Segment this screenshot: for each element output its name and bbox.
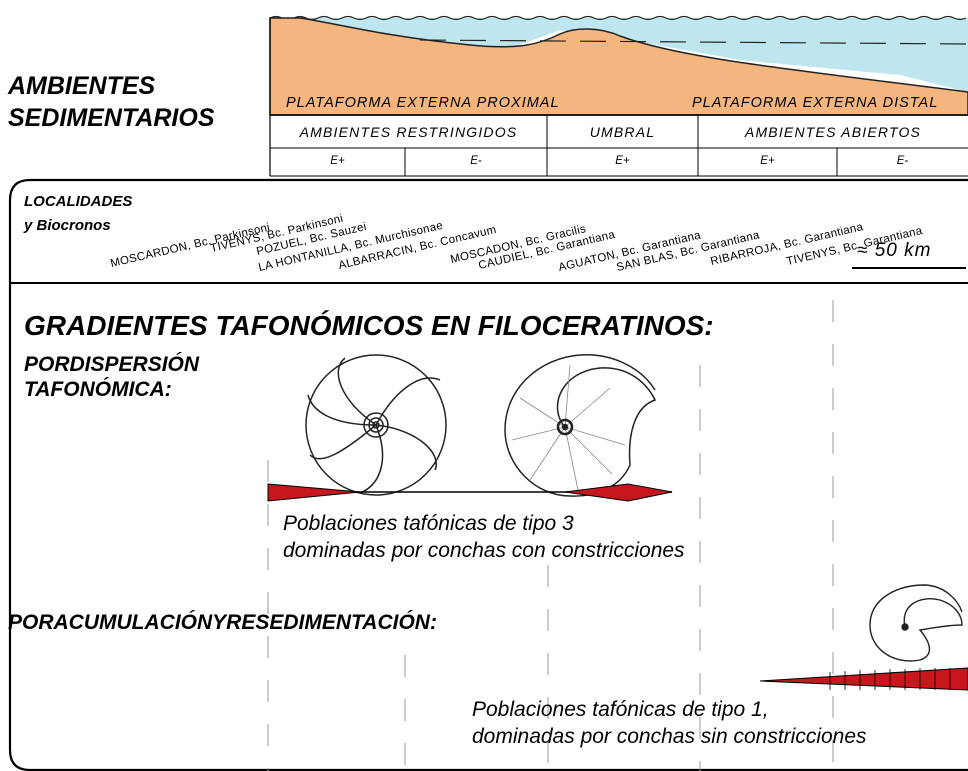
sediment-body bbox=[269, 17, 968, 116]
type3-line-2: dominadas por conchas con constricciones bbox=[283, 539, 685, 562]
localities-title: LOCALIDADES y Biocronos bbox=[24, 190, 132, 238]
dispersion-heading-line-2: TAFONÓMICA: bbox=[24, 378, 172, 401]
taphonomic-gradients-title: GRADIENTES TAFONÓMICOS EN FILOCERATINOS: bbox=[24, 310, 714, 341]
title-line-1: AMBIENTES bbox=[8, 72, 156, 100]
energy-cell: E- bbox=[896, 155, 909, 167]
localities-title-line-1: LOCALIDADES bbox=[24, 193, 133, 210]
type3-line-1: Poblaciones tafónicas de tipo 3 bbox=[283, 512, 574, 535]
energy-cell: E+ bbox=[615, 155, 630, 167]
accumulation-gradient-bar bbox=[759, 667, 968, 691]
localities-frame bbox=[8, 178, 968, 771]
restricted-environments-label: AMBIENTES RESTRINGIDOS bbox=[299, 124, 518, 140]
accumulation-heading: PORACUMULACIÓNYRESEDIMENTACIÓN: bbox=[8, 611, 437, 634]
sea-surface-line bbox=[269, 15, 967, 21]
localities-title-line-2: y Biocronos bbox=[24, 217, 111, 234]
energy-cell: E- bbox=[470, 155, 482, 167]
small-ammonite-icon bbox=[869, 584, 963, 662]
accumulation-gradient-wedge bbox=[759, 667, 968, 691]
open-environments-label: AMBIENTES ABIERTOS bbox=[744, 124, 922, 140]
constricted-ammonite-icon bbox=[305, 354, 447, 496]
type1-description: Poblaciones tafónicas de tipo 1, dominad… bbox=[472, 696, 867, 750]
dispersion-heading-line-1: PORDISPERSIÓN bbox=[24, 353, 200, 376]
scale-label: ≈ 50 km bbox=[857, 240, 932, 261]
dispersion-gradient-right bbox=[564, 483, 673, 502]
dispersion-heading: PORDISPERSIÓN TAFONÓMICA: bbox=[24, 352, 199, 402]
energy-cell: E+ bbox=[330, 155, 345, 167]
sedimentary-environments-title: AMBIENTES SEDIMENTARIOS bbox=[8, 70, 215, 134]
sea-water bbox=[270, 18, 968, 92]
energy-cell: E+ bbox=[760, 155, 775, 167]
ribbed-ammonite-icon bbox=[504, 354, 657, 497]
locality-dashed-lines bbox=[267, 300, 834, 771]
type3-description: Poblaciones tafónicas de tipo 3 dominada… bbox=[283, 510, 685, 564]
threshold-label: UMBRAL bbox=[589, 124, 656, 140]
type1-line-1: Poblaciones tafónicas de tipo 1, bbox=[472, 698, 769, 721]
platform-proximal-label: PLATAFORMA EXTERNA PROXIMAL bbox=[286, 95, 560, 111]
platform-distal-label: PLATAFORMA EXTERNA DISTAL bbox=[692, 95, 939, 111]
title-line-2: SEDIMENTARIOS bbox=[8, 104, 215, 132]
type1-line-2: dominadas por conchas sin constricciones bbox=[472, 725, 867, 748]
wave-base-dashed-line bbox=[419, 39, 968, 45]
dispersion-gradient-left bbox=[267, 483, 361, 502]
dispersion-gradient-bars bbox=[267, 483, 673, 502]
